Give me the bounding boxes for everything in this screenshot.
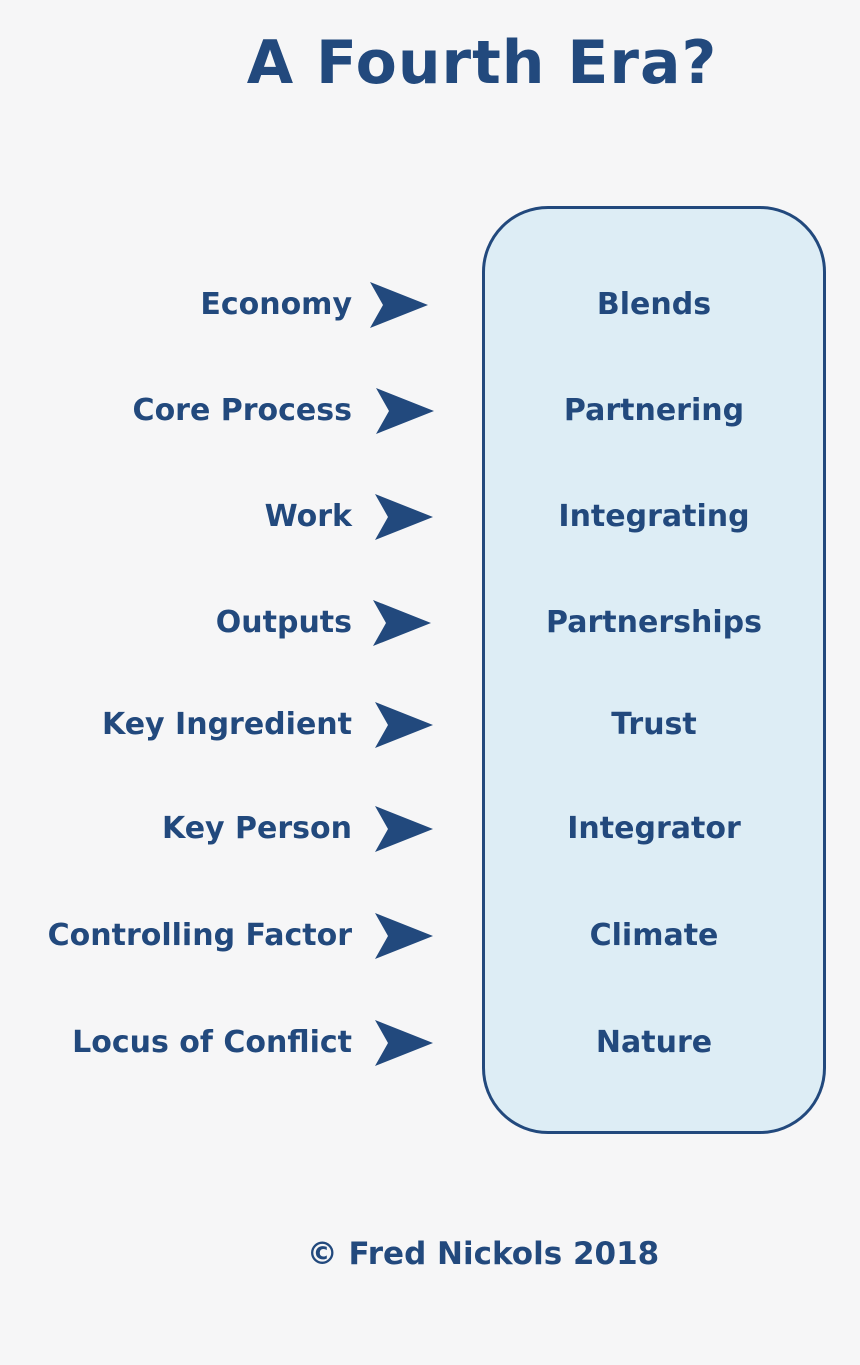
row-key-ingredient: Key Ingredient Trust xyxy=(0,700,860,750)
arrow-icon xyxy=(375,494,433,540)
copyright-footer: © Fred Nickols 2018 xyxy=(306,1236,660,1272)
row-value: Partnerships xyxy=(546,605,762,640)
row-label: Key Ingredient xyxy=(101,707,352,742)
arrow-icon xyxy=(375,806,433,852)
arrow-icon xyxy=(375,1020,433,1066)
arrow-icon xyxy=(373,600,431,646)
row-label: Outputs xyxy=(215,605,352,640)
row-value: Trust xyxy=(611,707,697,742)
row-work: Work Integrating xyxy=(0,492,860,542)
row-value: Nature xyxy=(595,1025,713,1060)
arrow-icon xyxy=(375,702,433,748)
arrow-icon xyxy=(375,913,433,959)
row-value: Integrating xyxy=(558,499,750,534)
row-label: Key Person xyxy=(161,811,352,846)
row-core-process: Core Process Partnering xyxy=(0,386,860,436)
row-label: Locus of Conflict xyxy=(72,1025,352,1060)
arrow-icon xyxy=(376,388,434,434)
row-label: Controlling Factor xyxy=(47,918,352,953)
fourth-era-box xyxy=(482,206,826,1134)
row-value: Climate xyxy=(589,918,719,953)
row-locus-of-conflict: Locus of Conflict Nature xyxy=(0,1018,860,1068)
arrow-icon xyxy=(370,282,428,328)
page-title: A Fourth Era? xyxy=(246,28,718,98)
row-label: Economy xyxy=(200,287,352,322)
row-key-person: Key Person Integrator xyxy=(0,804,860,854)
row-label: Work xyxy=(264,499,352,534)
row-outputs: Outputs Partnerships xyxy=(0,598,860,648)
row-value: Blends xyxy=(596,287,712,322)
row-value: Integrator xyxy=(567,811,741,846)
row-controlling-factor: Controlling Factor Climate xyxy=(0,911,860,961)
row-label: Core Process xyxy=(132,393,352,428)
row-value: Partnering xyxy=(563,393,745,428)
row-economy: Economy Blends xyxy=(0,280,860,330)
